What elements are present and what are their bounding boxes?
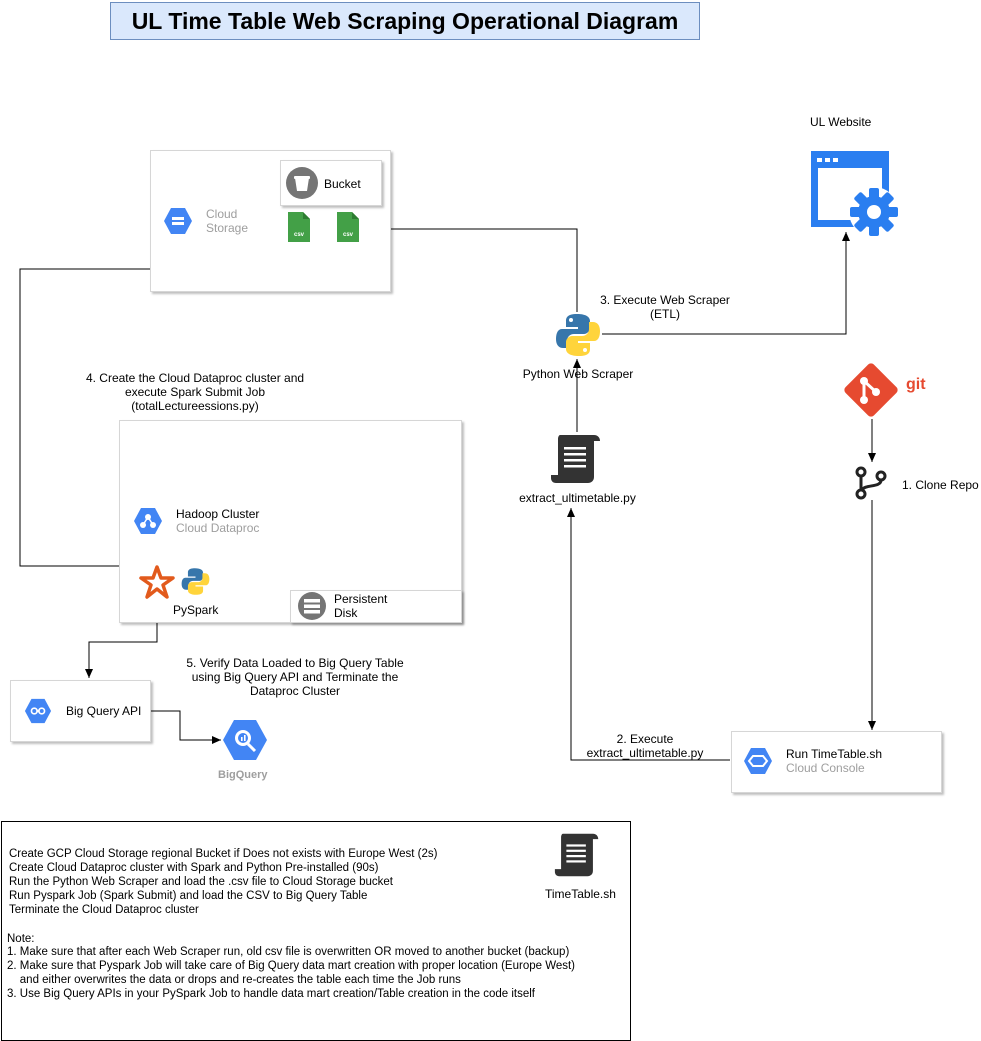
notes-line-1: 1. Make sure that after each Web Scraper…	[7, 946, 570, 958]
python-icon-small	[181, 567, 210, 596]
notes-line-4: 3. Use Big Query APIs in your PySpark Jo…	[7, 988, 536, 1000]
website-settings-icon[interactable]	[810, 150, 902, 240]
csv-file-icon-1[interactable]: csv	[288, 212, 310, 242]
python-icon[interactable]	[555, 312, 601, 358]
bigquery-icon[interactable]	[222, 718, 268, 762]
bucket-icon	[285, 166, 319, 200]
step-2-label: 2. Execute extract_ultimetable.py	[586, 732, 704, 760]
script-icon[interactable]	[550, 433, 602, 485]
disk-icon	[297, 591, 327, 621]
python-scraper-label: Python Web Scraper	[522, 367, 634, 381]
bucket-label: Bucket	[324, 177, 361, 191]
cloud-storage-name-1: Cloud	[206, 207, 238, 221]
notes-title: Note:	[7, 933, 35, 945]
notes-line-2: 2. Make sure that Pyspark Job will take …	[7, 960, 576, 972]
step-1-label: 1. Clone Repo	[902, 478, 979, 492]
branch-icon[interactable]	[853, 466, 889, 500]
timetable-script-label: TimeTable.sh	[545, 887, 616, 901]
arrow-bqapi-to-bigquery	[151, 710, 221, 744]
step-5-label: 5. Verify Data Loaded to Big Query Table…	[186, 656, 404, 698]
spark-icon[interactable]	[139, 565, 175, 599]
cloud-console-sub: Cloud Console	[786, 761, 865, 775]
svg-text:csv: csv	[343, 232, 354, 238]
git-icon[interactable]	[839, 360, 905, 420]
disk-label-1: Persistent	[334, 592, 388, 606]
hadoop-cluster-panel	[119, 420, 462, 623]
api-icon	[24, 697, 52, 725]
bigquery-api-label: Big Query API	[66, 704, 142, 718]
extract-script-label: extract_ultimetable.py	[519, 491, 636, 505]
notes-step-5: Terminate the Cloud Dataproc cluster	[9, 904, 199, 916]
notes-step-4: Run Pyspark Job (Spark Submit) and load …	[9, 890, 368, 902]
arrow-scraper-to-website	[602, 232, 850, 335]
notes-line-3: and either overwrites the data or drops …	[7, 974, 461, 986]
diagram-title: UL Time Table Web Scraping Operational D…	[110, 2, 700, 40]
arrow-pyspark-to-bqapi	[85, 620, 158, 678]
timetable-script-icon[interactable]	[554, 831, 600, 879]
notes-step-1: Create GCP Cloud Storage regional Bucket…	[9, 848, 438, 860]
git-label: git	[906, 376, 926, 393]
notes-step-3: Run the Python Web Scraper and load the …	[9, 876, 393, 888]
hadoop-name: Hadoop Cluster	[176, 507, 260, 521]
disk-label-2: Disk	[334, 606, 358, 620]
csv-file-icon-2[interactable]: csv	[337, 212, 359, 242]
svg-text:csv: csv	[294, 232, 305, 238]
step-3-label: 3. Execute Web Scraper (ETL)	[600, 293, 730, 321]
ul-website-label: UL Website	[810, 115, 872, 129]
cloud-storage-icon	[163, 206, 193, 236]
arrow-scraper-to-csv	[366, 225, 578, 312]
pyspark-label: PySpark	[173, 603, 219, 617]
cloud-console-name: Run TimeTable.sh	[786, 747, 883, 761]
dataproc-icon	[133, 506, 163, 536]
hadoop-sub: Cloud Dataproc	[176, 521, 260, 535]
cloud-console-icon	[743, 746, 773, 776]
notes-box: Create GCP Cloud Storage regional Bucket…	[1, 821, 631, 1041]
notes-step-2: Create Cloud Dataproc cluster with Spark…	[9, 862, 379, 874]
cloud-storage-name-2: Storage	[206, 221, 249, 235]
step-4-label: 4. Create the Cloud Dataproc cluster and…	[85, 371, 305, 413]
bigquery-label: BigQuery	[218, 769, 268, 781]
arrow-console-to-extract	[567, 508, 730, 761]
